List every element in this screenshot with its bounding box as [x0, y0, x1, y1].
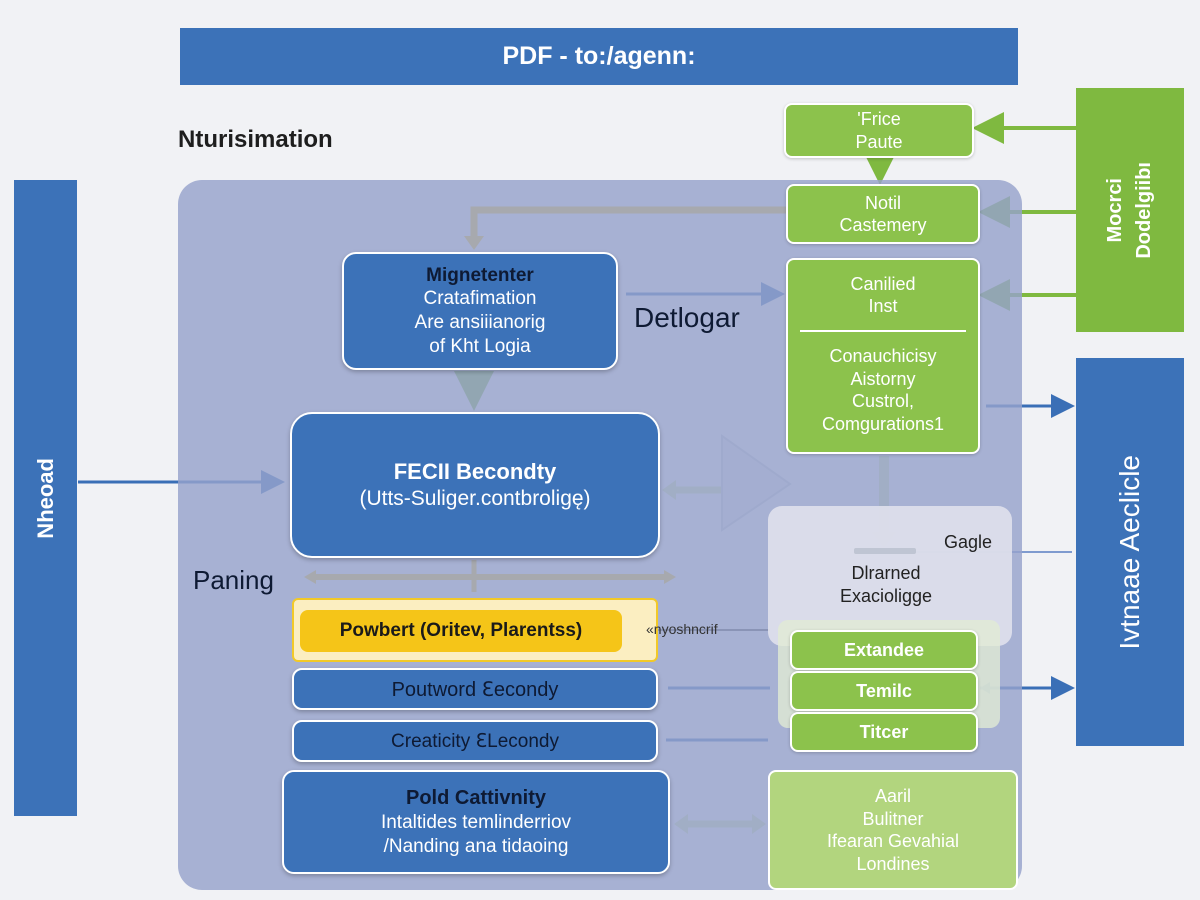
- bottom-line2: Bulitner: [862, 808, 924, 829]
- price-line1: 'Frice: [857, 109, 901, 129]
- fecii-box: FECII Becondty (Utts-Suliger.contbroligę…: [290, 412, 660, 558]
- canlied-line3: Custrol,: [851, 391, 914, 411]
- title-banner: PDF - to:/agenn:: [180, 28, 1018, 85]
- pold-title: Pold Cattivnity: [405, 786, 546, 809]
- detlogar-label: Detlogar: [634, 302, 740, 333]
- canlied-line2: Aistorny: [850, 368, 916, 389]
- price-line2: Paute: [855, 131, 903, 152]
- green-list-item: Temilc: [790, 671, 978, 711]
- magnetenter-box: Mignetenter Cratafimation Are ansiiianor…: [342, 252, 618, 370]
- fecii-subtitle: (Utts-Suliger.contbroligę): [359, 486, 591, 510]
- paning-label: Paning: [193, 565, 274, 595]
- price-box: 'Frice Paute: [784, 103, 974, 158]
- bottom-line3: Ifearan Gevahial: [826, 831, 960, 851]
- left-sidebar: Nheoad: [14, 180, 77, 816]
- section-label: Nturisimation: [178, 126, 333, 153]
- top-right-panel: Mocrci Dodelgiibı: [1076, 88, 1184, 332]
- fecii-title: FECII Becondty: [393, 459, 557, 485]
- notil-box: Notil Castemery: [786, 184, 980, 244]
- magnetenter-title: Mignetenter: [426, 264, 534, 286]
- magnetenter-line3: of Kht Logia: [429, 335, 531, 357]
- green-list-label-0: Extandee: [843, 639, 925, 660]
- magnetenter-line2: Are ansiiianorig: [414, 312, 546, 333]
- left-sidebar-label: Nheoad: [32, 457, 58, 539]
- pold-line1: Intaltides temlinderriov: [380, 811, 572, 833]
- yellow-outer: Powbert (Oritev, Plarentss): [292, 598, 658, 662]
- green-list-item: Titcer: [790, 712, 978, 752]
- gagle-label: Gagle: [944, 532, 993, 552]
- top-right-line2: Dodelgiibı: [1133, 161, 1155, 259]
- canlied-line1: Conauchicisy: [829, 346, 937, 366]
- notil-line2: Castemery: [839, 215, 927, 235]
- canlied-title2: Inst: [868, 296, 898, 316]
- creaticity-label: Creaticity ℇLecondy: [391, 730, 559, 752]
- canlied-line4: Comgurations1: [821, 413, 945, 434]
- bottom-green-box: Aaril Bulitner Ifearan Gevahial Londines: [768, 770, 1018, 890]
- bottom-line1: Aaril: [874, 786, 911, 806]
- canlied-divider: [800, 330, 966, 332]
- right-panel: Ivtnaae Aeclicle: [1076, 358, 1184, 746]
- notil-line1: Notil: [864, 192, 901, 213]
- canlied-box: Canilied Inst Conauchicisy Aistorny Cust…: [786, 258, 980, 454]
- creaticity-pill: Creaticity ℇLecondy: [292, 720, 658, 762]
- gray-line2: Exacioligge: [839, 585, 933, 606]
- arrow-label: «nyoshncrif: [646, 621, 718, 637]
- poutword-pill: Poutword ℇecondy: [292, 668, 658, 710]
- gray-panel-bar: [854, 548, 916, 554]
- magnetenter-line1: Cratafimation: [423, 288, 537, 310]
- right-panel-label: Ivtnaae Aeclicle: [1114, 454, 1145, 650]
- yellow-pill-label: Powbert (Oritev, Plarentss): [339, 620, 583, 641]
- poutword-label: Poutword ℇecondy: [391, 678, 559, 701]
- pold-box: Pold Cattivnity Intaltides temlinderriov…: [282, 770, 670, 874]
- green-list-label-1: Temilc: [856, 680, 912, 701]
- gray-line1: Dlrarned: [851, 563, 921, 583]
- canlied-title1: Canilied: [850, 273, 916, 294]
- top-right-line1: Mocrci: [1104, 177, 1126, 243]
- yellow-pill: Powbert (Oritev, Plarentss): [300, 610, 622, 652]
- bottom-line4: Londines: [856, 853, 930, 874]
- green-list-label-2: Titcer: [859, 721, 909, 742]
- pold-line2: /Nanding ana tidaoing: [383, 835, 569, 857]
- green-list-item: Extandee: [790, 630, 978, 670]
- page-title: PDF - to:/agenn:: [502, 42, 696, 70]
